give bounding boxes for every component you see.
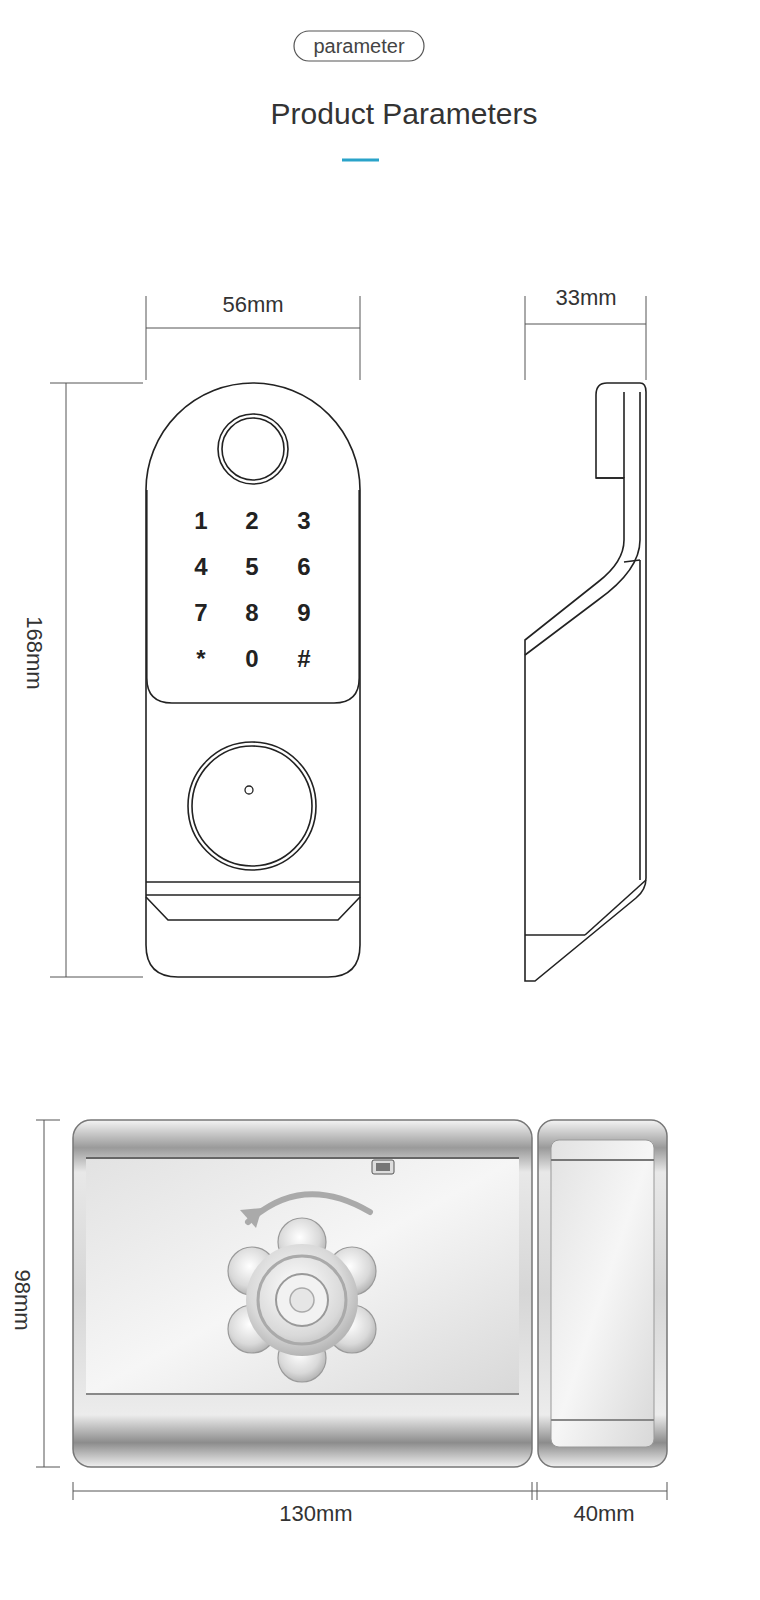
accent-bar [342, 159, 379, 162]
key-label: 7 [194, 599, 207, 627]
dimension-label: 98mm [9, 1266, 35, 1333]
key-label: 2 [245, 507, 258, 535]
dimension-label: 168mm [21, 613, 47, 692]
dimension-label: 33mm [552, 285, 619, 311]
dimension-label: 130mm [276, 1501, 355, 1527]
pill-text: parameter [313, 35, 404, 58]
key-label: 1 [194, 507, 207, 535]
key-label: 4 [194, 553, 207, 581]
page-title: Product Parameters [271, 97, 538, 131]
key-label: 3 [297, 507, 310, 535]
key-label: 5 [245, 553, 258, 581]
key-label: * [196, 645, 205, 673]
dimension-label: 56mm [219, 292, 286, 318]
side-view [525, 383, 646, 981]
front-view [146, 383, 360, 977]
keypad-area: 1 2 3 4 5 6 7 8 9 * 0 # [146, 490, 360, 704]
key-label: 0 [245, 645, 258, 673]
section-pill: parameter [293, 30, 425, 62]
dimension-lines [36, 296, 667, 1500]
key-label: # [297, 645, 310, 673]
key-label: 9 [297, 599, 310, 627]
lock-body [73, 1120, 667, 1467]
dimension-label: 40mm [570, 1501, 637, 1527]
key-label: 6 [297, 553, 310, 581]
key-label: 8 [245, 599, 258, 627]
